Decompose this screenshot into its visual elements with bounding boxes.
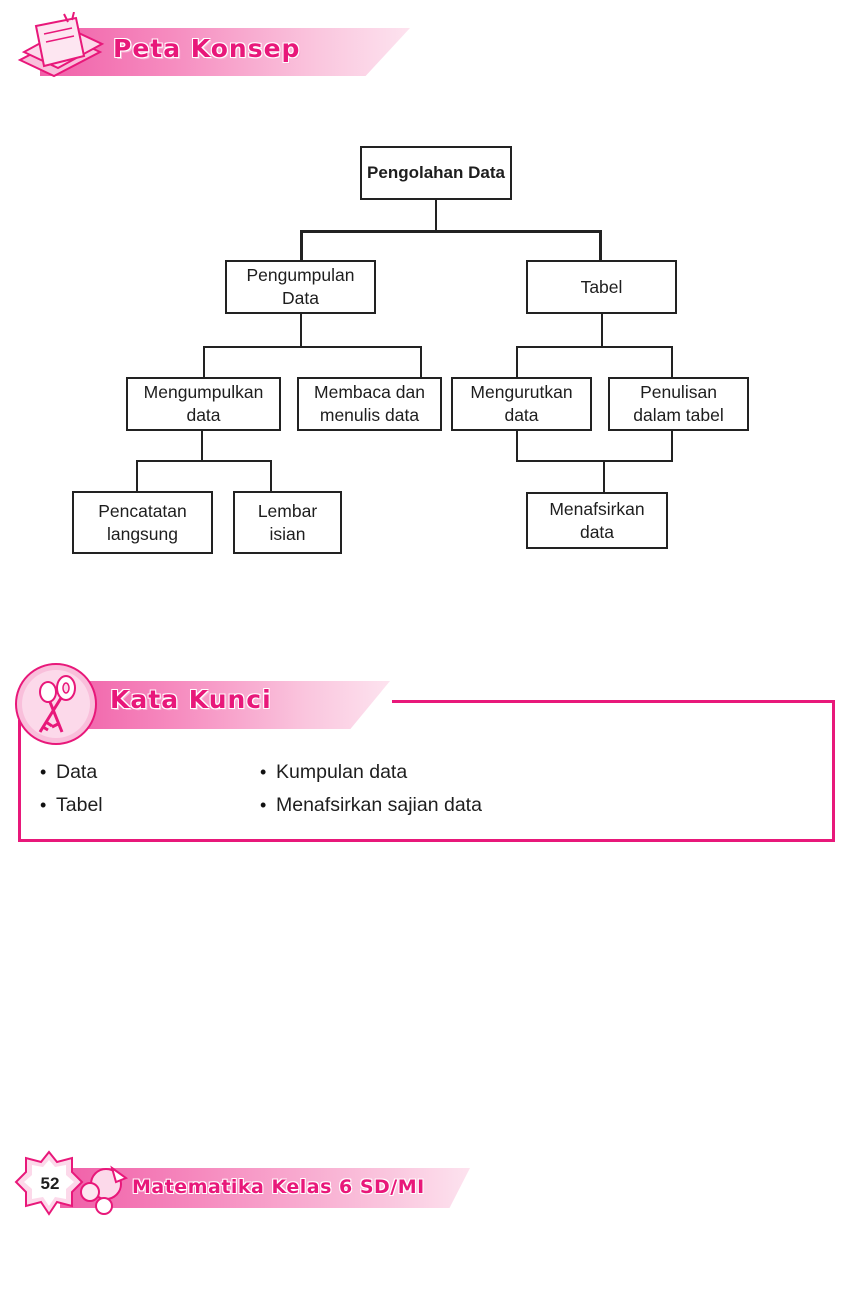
connector [516, 429, 518, 462]
node-lembar-isian: Lembar isian [233, 491, 342, 554]
connector [671, 346, 673, 379]
keys-icon [15, 663, 97, 745]
book-title: Matematika Kelas 6 SD/MI [132, 1176, 425, 1198]
kata-kunci-title: Kata Kunci [110, 685, 272, 714]
keyword-list-right: Kumpulan data Menafsirkan sajian data [238, 756, 482, 822]
connector [203, 346, 205, 379]
connector [136, 460, 272, 462]
connector [201, 429, 203, 462]
node-tabel: Tabel [526, 260, 677, 314]
kata-kunci-banner [60, 681, 390, 729]
connector [516, 460, 673, 462]
footer-banner [60, 1168, 470, 1208]
node-pengolahan-data: Pengolahan Data [360, 146, 512, 200]
connector [301, 230, 602, 233]
node-mengurutkan-data: Mengurutkan data [451, 377, 592, 431]
node-mengumpulkan-data: Mengumpulkan data [126, 377, 281, 431]
connector [420, 346, 422, 379]
connector [270, 460, 272, 493]
connector [599, 230, 602, 262]
connector [603, 460, 605, 494]
node-pengumpulan-data: Pengumpulan Data [225, 260, 376, 314]
connector [671, 429, 673, 462]
connector [435, 199, 437, 232]
keyword-item: Menafsirkan sajian data [238, 789, 482, 822]
node-membaca-menulis-data: Membaca dan menulis data [297, 377, 442, 431]
keyword-item: Data [18, 756, 103, 789]
connector [300, 312, 302, 348]
connector [516, 346, 673, 348]
connector [300, 230, 303, 262]
node-menafsirkan-data: Menafsirkan data [526, 492, 668, 549]
star-badge-icon [14, 1150, 84, 1216]
connector [516, 346, 518, 379]
connector [601, 312, 603, 348]
book-stack-icon [17, 12, 105, 78]
peta-konsep-title: Peta Konsep [113, 34, 301, 63]
bubble-cluster-icon [80, 1165, 129, 1215]
keyword-list-left: Data Tabel [18, 756, 103, 822]
keyword-item: Tabel [18, 789, 103, 822]
keyword-item: Kumpulan data [238, 756, 482, 789]
page-number: 52 [40, 1174, 60, 1193]
node-penulisan-dalam-tabel: Penulisan dalam tabel [608, 377, 749, 431]
node-pencatatan-langsung: Pencatatan langsung [72, 491, 213, 554]
connector [203, 346, 422, 348]
connector [136, 460, 138, 493]
